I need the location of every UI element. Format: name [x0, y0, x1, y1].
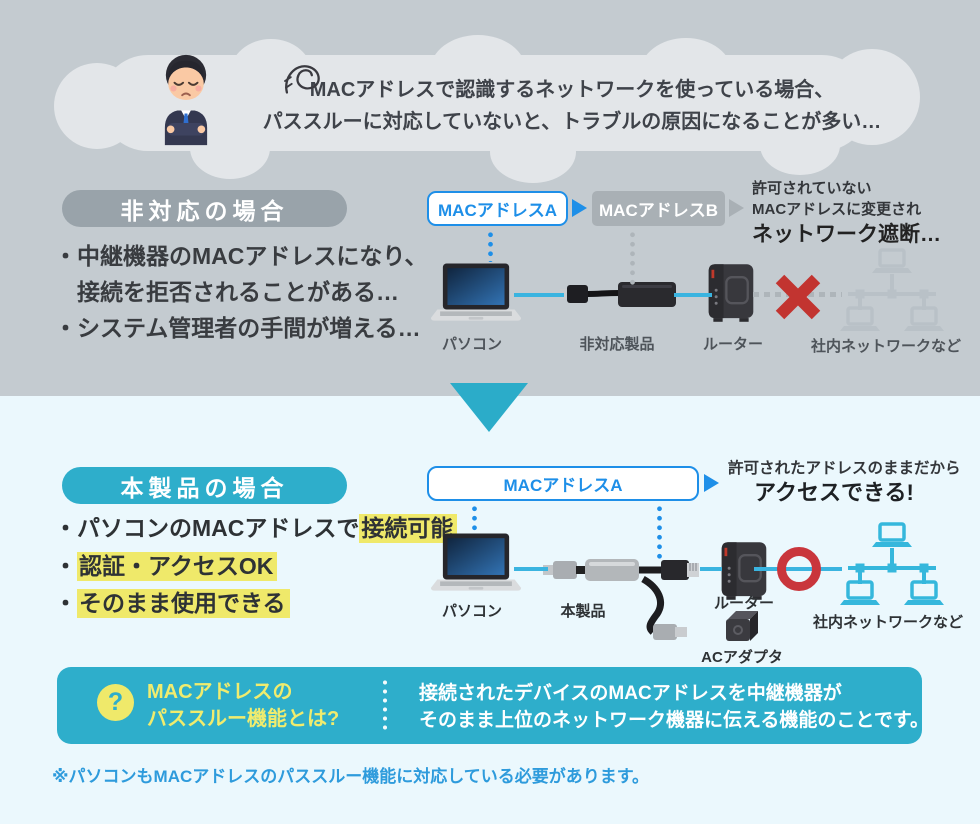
footnote: ※パソコンもMACアドレスのパススルー機能に対応している必要があります。 — [52, 767, 650, 786]
passthrough-info-box: ? MACアドレスの パススルー機能とは? 接続されたデバイスのMACアドレスを… — [57, 667, 929, 744]
result-line2: MACアドレスに変更され — [752, 201, 922, 218]
info-desc-line1: 接続されたデバイスのMACアドレスを中継機器が — [419, 683, 842, 704]
unsupported-adapter-icon — [560, 282, 676, 307]
bubble-line2: パススルーに対応していないと、トラブルの原因になることが多い… — [262, 111, 882, 133]
cable-line — [514, 567, 548, 571]
unsupported-bullet-1: ・中継機器のMACアドレスになり、 — [54, 243, 428, 269]
info-title-line1: MACアドレスの — [147, 681, 293, 703]
label-pc: パソコン — [441, 603, 503, 620]
transition-arrow-icon — [450, 383, 528, 432]
mac-address-a-wide-box: MACアドレスA — [427, 466, 699, 501]
info-title-line2: パススルー機能とは? — [147, 708, 340, 730]
cable-line — [700, 567, 722, 571]
sigh-swirl-icon — [284, 65, 320, 94]
result-accessible: アクセスできる! — [754, 480, 914, 505]
result-line1: 許可されたアドレスのままだから — [728, 460, 961, 477]
ac-adapter-icon — [722, 608, 762, 644]
mac-address-a-box: MACアドレスA — [427, 191, 568, 226]
product-result-text: 許可されたアドレスのままだから アクセスできる! — [728, 458, 961, 507]
laptop-icon — [430, 263, 522, 323]
result-blocked: ネットワーク遮断… — [752, 223, 941, 246]
bullet-text: ・ — [54, 590, 77, 616]
highlighted-text: そのまま使用できる — [77, 589, 290, 618]
office-network-icon — [836, 522, 948, 606]
highlighted-text: 認証・アクセスOK — [77, 551, 278, 581]
arrow-right-icon — [572, 199, 587, 217]
cable-line — [674, 293, 712, 297]
label-router: ルーター — [702, 336, 764, 353]
bullet-text: ・ — [54, 552, 77, 579]
info-title: MACアドレスの パススルー機能とは? — [147, 679, 339, 733]
product-bullet-3: ・そのまま使用できる — [54, 585, 457, 623]
bullet-text: ・パソコンのMACアドレスで — [54, 515, 360, 541]
info-desc-line2: そのまま上位のネットワーク機器に伝える機能のことです。 — [419, 710, 929, 731]
blocked-x-icon — [775, 274, 821, 320]
dotted-divider — [383, 678, 387, 734]
worried-businessman-illustration — [164, 54, 208, 146]
arrow-right-icon — [704, 474, 719, 492]
cable-line — [514, 293, 564, 297]
product-bullet-2: ・認証・アクセスOK — [54, 548, 457, 586]
arrow-right-icon — [729, 199, 744, 217]
office-network-icon — [836, 248, 948, 332]
unsupported-result-text: 許可されていない MACアドレスに変更され ネットワーク遮断… — [752, 178, 941, 249]
unsupported-bullets: ・中継機器のMACアドレスになり、 接続を拒否されることがある… ・システム管理… — [54, 238, 427, 346]
result-line1: 許可されていない — [752, 180, 872, 197]
unsupported-bullet-2: ・システム管理者の手間が増える… — [54, 315, 421, 341]
mac-address-b-box: MACアドレスB — [592, 191, 725, 226]
product-adapter-icon — [543, 559, 699, 640]
router-icon — [705, 262, 757, 324]
bubble-line1: MACアドレスで認識するネットワークを使っている場合、 — [309, 79, 835, 101]
info-description: 接続されたデバイスのMACアドレスを中継機器が そのまま上位のネットワーク機器に… — [419, 680, 929, 734]
dotted-connector — [472, 504, 477, 533]
label-unsupported-product: 非対応製品 — [579, 336, 655, 353]
unsupported-badge: 非対応の場合 — [62, 190, 347, 227]
dotted-connector — [630, 230, 635, 285]
label-office-network: 社内ネットワークなど — [810, 338, 962, 355]
highlighted-text: 接続可能 — [359, 514, 458, 543]
label-ac-adapter: ACアダプタ — [701, 649, 783, 666]
unsupported-section: MACアドレスで認識するネットワークを使っている場合、 パススルーに対応していな… — [0, 0, 980, 396]
question-icon: ? — [97, 684, 134, 721]
laptop-icon — [430, 533, 522, 593]
bubble-text: MACアドレスで認識するネットワークを使っている場合、 パススルーに対応していな… — [262, 74, 882, 138]
allowed-circle-icon — [777, 547, 821, 591]
dotted-connector — [488, 230, 493, 262]
product-bullet-1: ・パソコンのMACアドレスで接続可能 — [54, 510, 458, 548]
label-product: 本製品 — [560, 603, 606, 620]
dotted-connector — [657, 504, 662, 560]
label-router: ルーター — [713, 595, 775, 612]
product-bullets: ・パソコンのMACアドレスで接続可能 ・認証・アクセスOK ・そのまま使用できる — [54, 510, 458, 623]
speech-bubble-cloud — [54, 35, 920, 183]
unsupported-bullet-1b: 接続を拒否されることがある… — [77, 279, 399, 305]
label-office-network: 社内ネットワークなど — [812, 614, 964, 631]
product-badge: 本製品の場合 — [62, 467, 347, 504]
label-pc: パソコン — [441, 336, 503, 353]
